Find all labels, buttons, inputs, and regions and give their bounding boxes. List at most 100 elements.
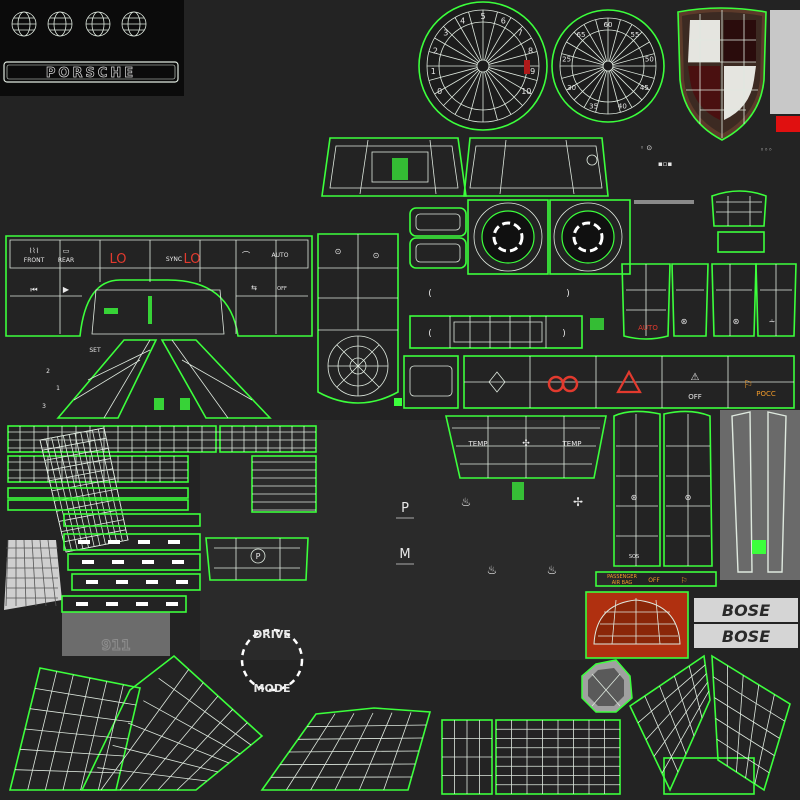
strip-led <box>106 602 118 606</box>
rear-defrost-icon: ▭ <box>63 247 70 255</box>
mesh-line <box>637 664 706 724</box>
small-button-pair <box>409 207 467 269</box>
seat-heat-icon: ♨ <box>547 563 558 577</box>
memory-2-label: 2 <box>46 368 50 375</box>
mesh-line <box>736 675 744 773</box>
seat-switch-top-right <box>711 190 767 253</box>
gauge-spoke <box>611 31 643 63</box>
gauge-spoke <box>428 51 478 65</box>
fan-icon: ✣ <box>522 439 530 449</box>
mesh-line <box>91 430 118 543</box>
fan-icon: ⌒ <box>242 251 250 260</box>
gauge-tick-label: 2 <box>433 47 438 56</box>
red-swatch <box>776 116 800 132</box>
left-temp-readout: LO <box>109 252 126 267</box>
mesh-line <box>712 676 786 722</box>
gauge-spoke <box>612 41 650 64</box>
right-temp-readout: LO <box>183 252 200 267</box>
gauge-spoke <box>488 51 538 65</box>
mesh-line <box>49 468 113 482</box>
gauge-redline <box>524 60 530 74</box>
gauge-spoke <box>595 70 608 113</box>
strip-led <box>76 602 88 606</box>
temp-left-label: TEMP <box>468 440 488 448</box>
parking-brake-panel: P <box>205 537 309 581</box>
porsche-wordmark-plate: PORSCHE <box>3 61 179 83</box>
gauge-spoke <box>488 67 538 81</box>
grey-badge-texture <box>62 612 170 656</box>
bottom-panel-left <box>8 654 264 791</box>
octagon-speaker <box>581 659 633 713</box>
gauge-spoke <box>484 11 498 61</box>
mesh-line <box>45 438 73 551</box>
gauge-spoke <box>583 70 606 108</box>
mesh-line <box>31 539 37 607</box>
logo-block <box>0 0 184 96</box>
rotated-wire-mesh <box>39 427 129 553</box>
svg-text:⊛: ⊛ <box>685 493 692 502</box>
switch-strip: ( ) ( ) <box>409 289 604 349</box>
globe-icon <box>85 11 111 37</box>
airbag-state: OFF <box>648 577 660 584</box>
strip-led <box>82 560 94 564</box>
mesh-line <box>68 434 95 547</box>
svg-text:▪▫▪: ▪▫▪ <box>658 160 672 168</box>
strip-led <box>108 540 120 544</box>
mesh-line <box>39 439 67 553</box>
strip-led <box>172 560 184 564</box>
bottom-panel-boxes <box>441 719 621 795</box>
grey-strip <box>770 10 800 114</box>
gauge-spoke <box>573 31 605 63</box>
mesh-line <box>644 695 679 773</box>
gauge-spoke <box>486 69 523 106</box>
mesh-line <box>715 718 775 756</box>
gauge-tick-label: 5 <box>480 12 485 21</box>
gauge-tick-label: 7 <box>518 29 523 38</box>
gauge-spoke <box>561 66 604 79</box>
mesh-line <box>745 684 760 779</box>
gauge-tick-label: 4 <box>460 16 465 25</box>
svg-text:(: ( <box>428 329 432 339</box>
gauge-spoke <box>468 71 482 121</box>
gauge-tick-label: 1 <box>431 67 436 76</box>
temp-right-label: TEMP <box>562 440 582 448</box>
grey-trim-texture <box>720 410 800 580</box>
mesh-line <box>653 682 708 757</box>
memory-1-label: 1 <box>56 385 60 392</box>
svg-text:⊛: ⊛ <box>733 317 740 326</box>
strip-led <box>146 580 158 584</box>
gauge-spoke <box>454 17 481 62</box>
mesh-line <box>54 488 118 502</box>
memory-3-label: 3 <box>42 403 46 410</box>
mesh-line <box>51 478 115 492</box>
seat-memory-panel: SET 1 2 3 <box>42 339 272 419</box>
diamond-icon <box>488 371 506 393</box>
strip-led <box>86 580 98 584</box>
gauge-spoke <box>610 70 633 108</box>
mesh-line <box>23 539 27 607</box>
gauge-tick-label: 35 <box>589 102 598 110</box>
globe-icon-row <box>11 11 147 37</box>
mesh-line <box>44 447 109 461</box>
strip-led <box>142 560 154 564</box>
gauge-spoke <box>583 24 606 62</box>
svg-text:): ) <box>566 289 570 299</box>
climate-control-panel: FRONT ⌇⌇⌇ REAR ▭ LO SYNC LO ⌒ AUTO ⏮ ▶ ⇆… <box>5 235 313 337</box>
center-console-switch-block: ⊙ ⊙ <box>317 233 402 406</box>
svg-text:): ) <box>562 329 566 339</box>
strip-led <box>138 540 150 544</box>
seat-vent-icon: ✢ <box>573 495 583 509</box>
seat-heat-icon: ♨ <box>461 495 472 509</box>
bose-badge-bottom: BOSE <box>694 624 798 648</box>
gauge-tick-label: 60 <box>604 21 613 29</box>
porsche-crest-texture <box>677 7 767 141</box>
bose-logo-top: BOSE <box>722 601 770 620</box>
off-label: OFF <box>277 286 287 292</box>
button-strip <box>63 533 201 551</box>
gauge-spoke <box>468 11 482 61</box>
gauge-tick-label: 0 <box>437 87 442 96</box>
gauge-tick-label: 25 <box>562 56 571 64</box>
mesh-line <box>42 437 107 451</box>
gauge-spoke <box>443 26 480 63</box>
mesh-line <box>97 429 123 542</box>
